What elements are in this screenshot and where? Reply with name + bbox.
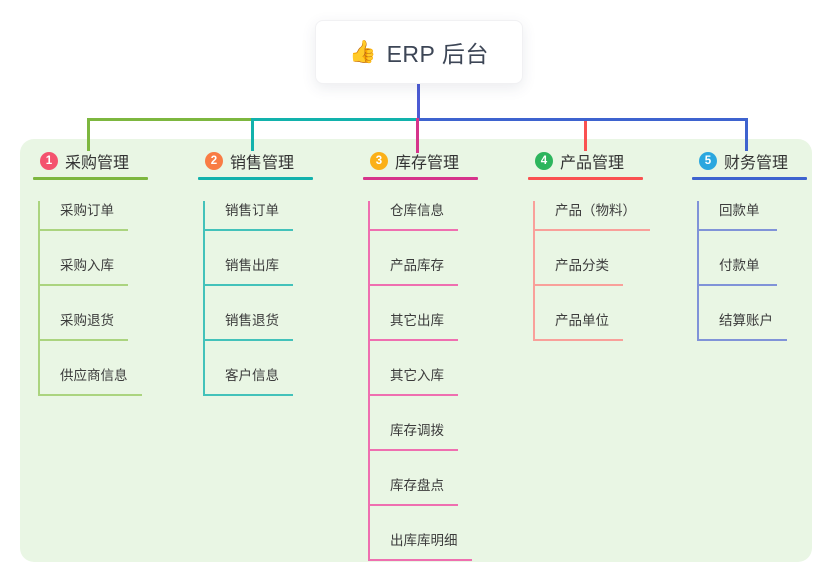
mindmap-container [20,139,812,562]
branch-children: 销售订单 销售出库 销售退货 客户信息 [203,201,293,396]
node-purchase-inbound[interactable]: 采购入库 [40,256,128,286]
branch-header-sales[interactable]: 2 销售管理 [198,148,358,174]
node-product-material[interactable]: 产品（物料） [535,201,650,231]
branch-number-badge: 2 [205,152,223,170]
branch-number-badge: 5 [699,152,717,170]
node-settlement-account[interactable]: 结算账户 [699,311,787,341]
branch-sales: 2 销售管理 销售订单 销售出库 销售退货 客户信息 [198,148,358,396]
connector-drop-product [584,121,587,151]
node-purchase-return[interactable]: 采购退货 [40,311,128,341]
branch-underline [692,177,807,180]
node-purchase-order[interactable]: 采购订单 [40,201,128,231]
branch-title-label: 产品管理 [560,155,625,172]
connector-root-drop [417,84,420,121]
connector-drop-sales [251,118,254,151]
node-product-stock[interactable]: 产品库存 [370,256,458,286]
branch-title-label: 库存管理 [395,155,460,172]
branch-underline [528,177,643,180]
branch-number-badge: 4 [535,152,553,170]
root-title-label: ERP 后台 [386,41,489,67]
branch-header-purchase[interactable]: 1 采购管理 [33,148,193,174]
node-receipt-doc[interactable]: 回款单 [699,201,777,231]
node-sales-order[interactable]: 销售订单 [205,201,293,231]
branch-finance: 5 财务管理 回款单 付款单 结算账户 [692,148,839,341]
branch-title-label: 财务管理 [724,155,789,172]
branch-product: 4 产品管理 产品（物料） 产品分类 产品单位 [528,148,688,341]
node-stock-transfer[interactable]: 库存调拨 [370,421,458,451]
branch-underline [363,177,478,180]
branch-children: 采购订单 采购入库 采购退货 供应商信息 [38,201,142,396]
branch-purchase: 1 采购管理 采购订单 采购入库 采购退货 供应商信息 [33,148,193,396]
branch-children: 产品（物料） 产品分类 产品单位 [533,201,650,341]
branch-children: 回款单 付款单 结算账户 [697,201,787,341]
branch-children: 仓库信息 产品库存 其它出库 其它入库 库存调拨 库存盘点 出库库明细 [368,201,472,561]
node-outbound-detail[interactable]: 出库库明细 [370,531,472,561]
branch-number-badge: 1 [40,152,58,170]
branch-inventory: 3 库存管理 仓库信息 产品库存 其它出库 其它入库 库存调拨 库存盘点 出库库… [363,148,523,561]
connector-rail-purchase [87,118,253,121]
node-other-inbound[interactable]: 其它入库 [370,366,458,396]
root-node[interactable]: 👍 ERP 后台 [315,20,523,84]
node-product-category[interactable]: 产品分类 [535,256,623,286]
node-sales-outbound[interactable]: 销售出库 [205,256,293,286]
node-supplier-info[interactable]: 供应商信息 [40,366,142,396]
node-payment-doc[interactable]: 付款单 [699,256,777,286]
connector-rail-sales [251,118,419,121]
node-warehouse-info[interactable]: 仓库信息 [370,201,458,231]
node-product-unit[interactable]: 产品单位 [535,311,623,341]
branch-header-finance[interactable]: 5 财务管理 [692,148,839,174]
branch-underline [198,177,313,180]
node-sales-return[interactable]: 销售退货 [205,311,293,341]
branch-title-label: 销售管理 [230,155,295,172]
connector-drop-inventory [416,118,419,153]
thumbs-up-icon: 👍 [349,39,377,64]
branch-header-product[interactable]: 4 产品管理 [528,148,688,174]
branch-number-badge: 3 [370,152,388,170]
node-other-outbound[interactable]: 其它出库 [370,311,458,341]
connector-drop-finance [745,118,748,151]
node-customer-info[interactable]: 客户信息 [205,366,293,396]
connector-drop-purchase [87,118,90,151]
branch-header-inventory[interactable]: 3 库存管理 [363,148,523,174]
connector-rail-finance [417,118,748,121]
node-stock-count[interactable]: 库存盘点 [370,476,458,506]
branch-underline [33,177,148,180]
branch-title-label: 采购管理 [65,155,130,172]
